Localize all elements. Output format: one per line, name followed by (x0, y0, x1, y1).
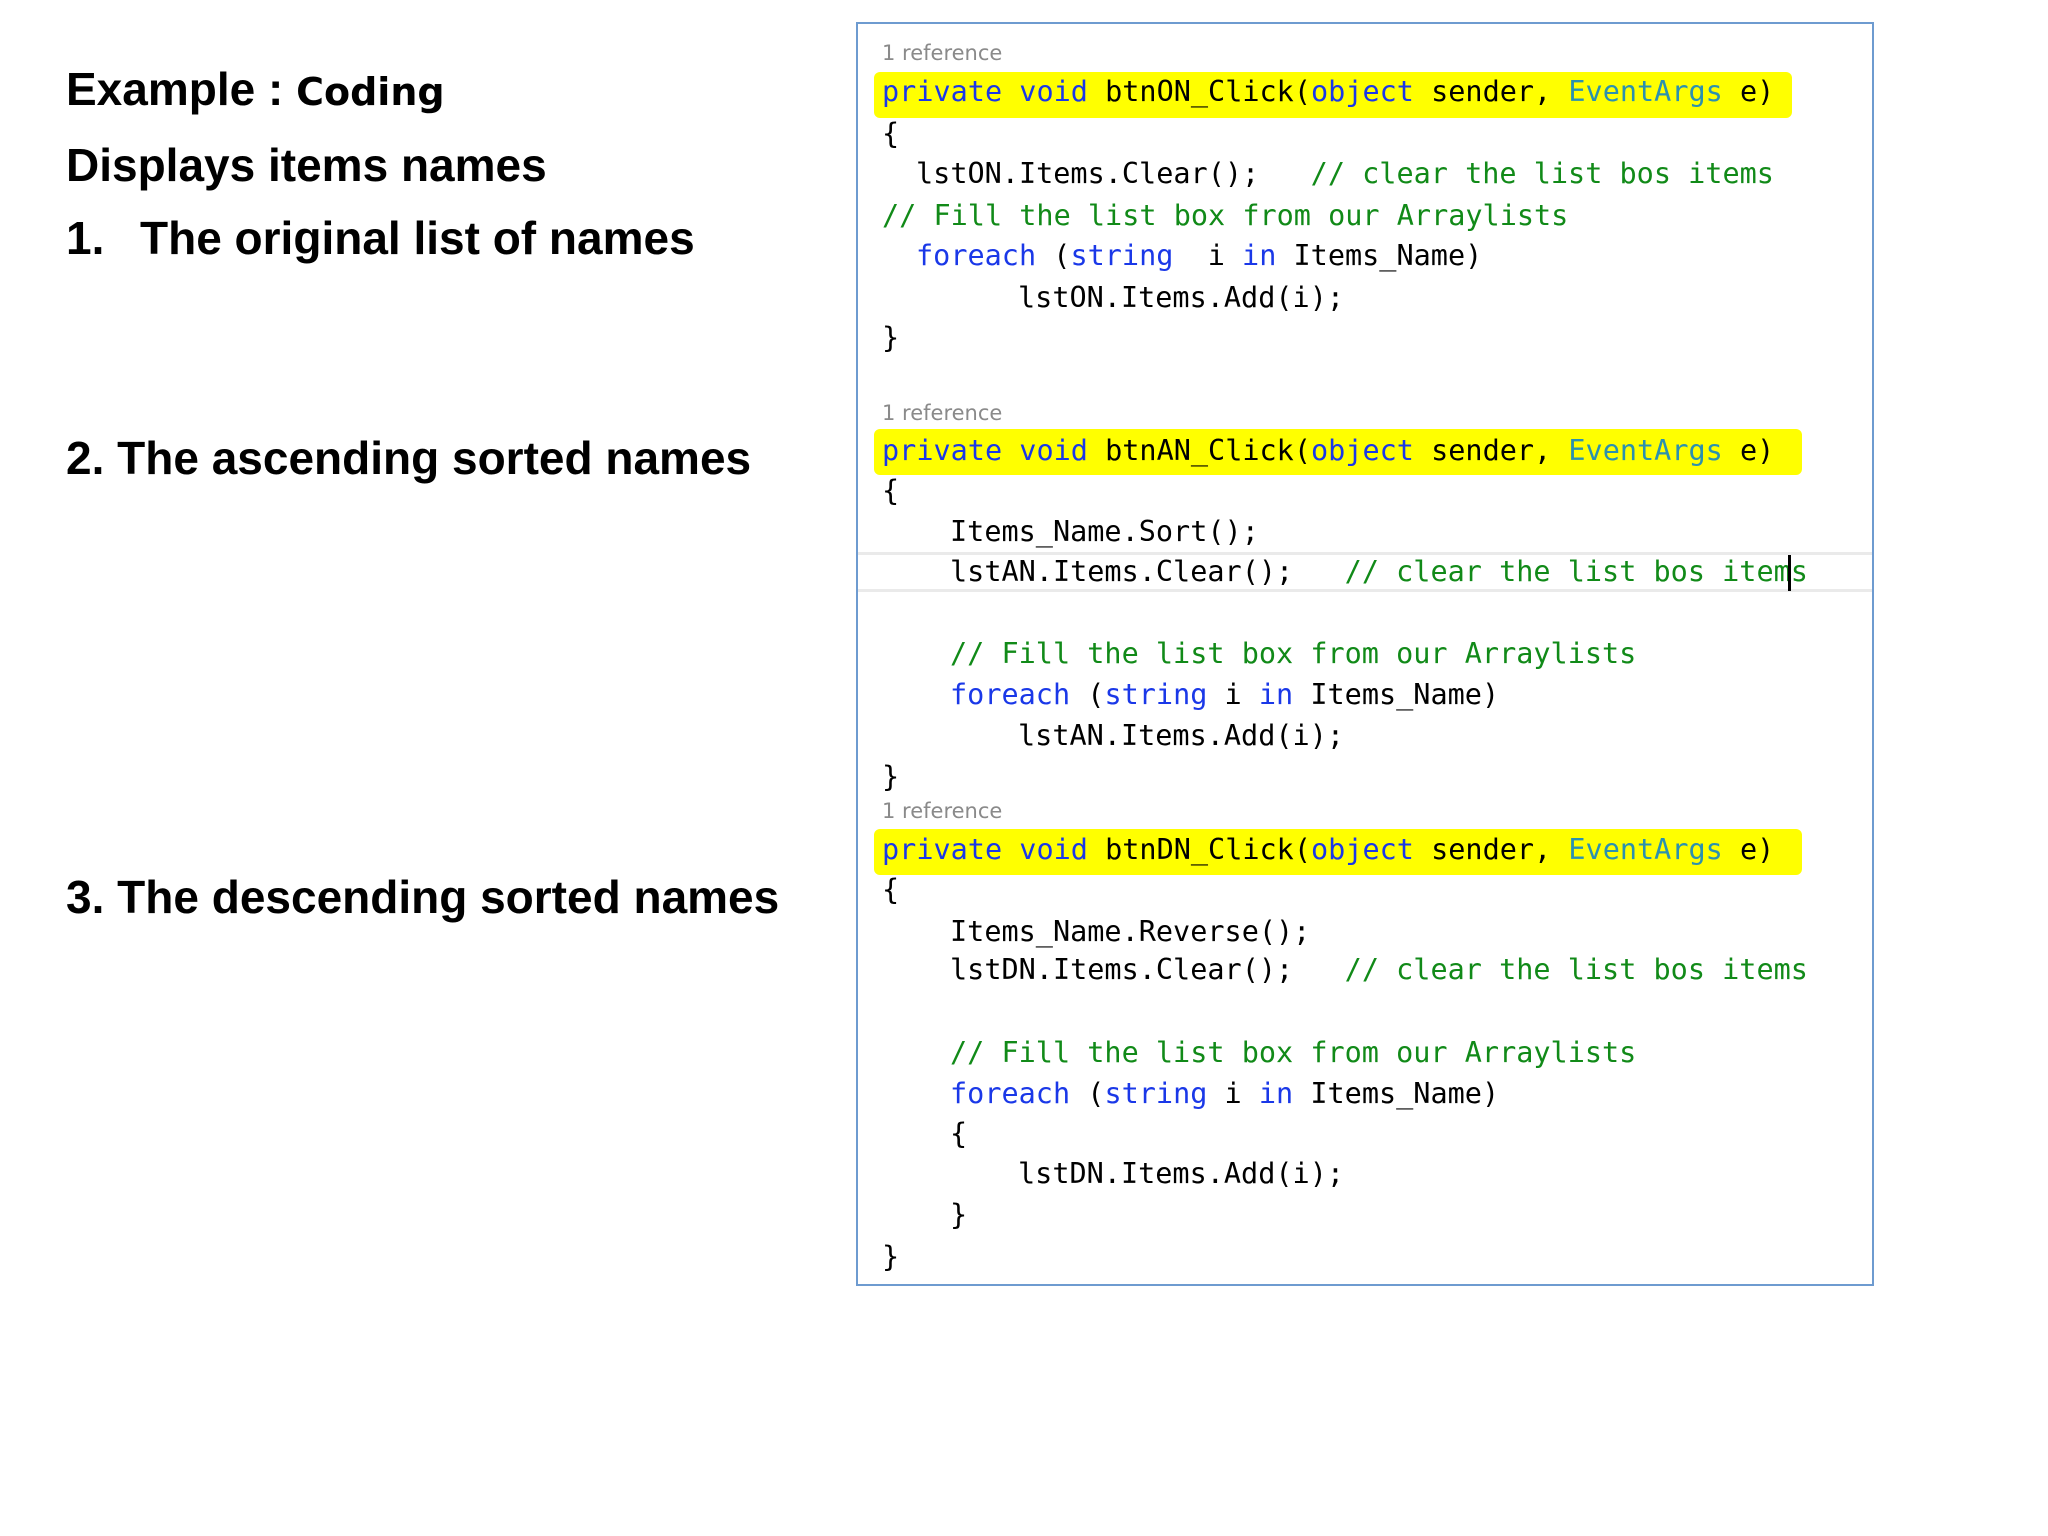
method-signature-btnON: private void btnON_Click(object sender, … (882, 75, 1775, 108)
code-foreach-statement: foreach (string i in Items_Name) (950, 678, 1500, 711)
code-sort-statement: Items_Name.Sort(); (950, 515, 1259, 548)
code-close-brace: } (882, 1240, 900, 1273)
code-clear-statement: lstON.Items.Clear(); // clear the list b… (916, 157, 1774, 190)
code-reverse-statement: Items_Name.Reverse(); (950, 915, 1311, 948)
slide-title-sub: Coding (296, 70, 445, 114)
list-item-number: 1. (66, 212, 105, 264)
list-item-text: The original list of names (140, 212, 695, 264)
reference-count-label[interactable]: 1 reference (882, 799, 1003, 823)
code-fill-comment: // Fill the list box from our Arraylists (950, 637, 1637, 670)
code-close-brace: } (950, 1198, 968, 1231)
code-clear-statement: lstAN.Items.Clear(); // clear the list b… (950, 555, 1808, 588)
code-clear-statement: lstDN.Items.Clear(); // clear the list b… (950, 953, 1808, 986)
code-add-statement: lstAN.Items.Add(i); (1018, 719, 1345, 752)
method-signature-btnDN: private void btnDN_Click(object sender, … (882, 833, 1775, 866)
code-foreach-statement: foreach (string i in Items_Name) (950, 1077, 1500, 1110)
highlight-method-3 (874, 829, 1802, 875)
slide-title: Example : Coding (66, 66, 445, 112)
code-open-brace: { (882, 117, 900, 150)
slide-subtitle: Displays items names (66, 139, 547, 191)
current-line-indicator (858, 552, 1872, 592)
highlight-method-2 (874, 429, 1802, 475)
code-fill-comment: // Fill the list box from our Arraylists (882, 199, 1569, 232)
code-open-brace: { (882, 474, 900, 507)
list-item-text: The descending sorted names (117, 871, 780, 923)
list-item-number: 2. (66, 432, 105, 484)
list-item-number: 3. (66, 871, 105, 923)
code-open-brace: { (950, 1117, 968, 1150)
code-open-brace: { (882, 873, 900, 906)
code-close-brace: } (882, 321, 900, 354)
code-add-statement: lstDN.Items.Add(i); (1018, 1157, 1345, 1190)
text-caret (1788, 555, 1791, 591)
code-add-statement: lstON.Items.Add(i); (1018, 281, 1345, 314)
code-editor-panel[interactable]: 1 reference private void btnON_Click(obj… (856, 22, 1874, 1286)
code-fill-comment: // Fill the list box from our Arraylists (950, 1036, 1637, 1069)
code-close-brace: } (882, 760, 900, 793)
slide-title-main: Example : (66, 63, 297, 115)
code-foreach-statement: foreach (string i in Items_Name) (916, 239, 1483, 272)
reference-count-label[interactable]: 1 reference (882, 41, 1003, 65)
list-item-original: 1. The original list of names (66, 215, 695, 261)
list-item-descending: 3. The descending sorted names (66, 874, 779, 920)
list-item-ascending: 2. The ascending sorted names (66, 435, 751, 481)
reference-count-label[interactable]: 1 reference (882, 401, 1003, 425)
highlight-method-1 (874, 72, 1792, 118)
list-item-text: The ascending sorted names (117, 432, 752, 484)
method-signature-btnAN: private void btnAN_Click(object sender, … (882, 434, 1775, 467)
